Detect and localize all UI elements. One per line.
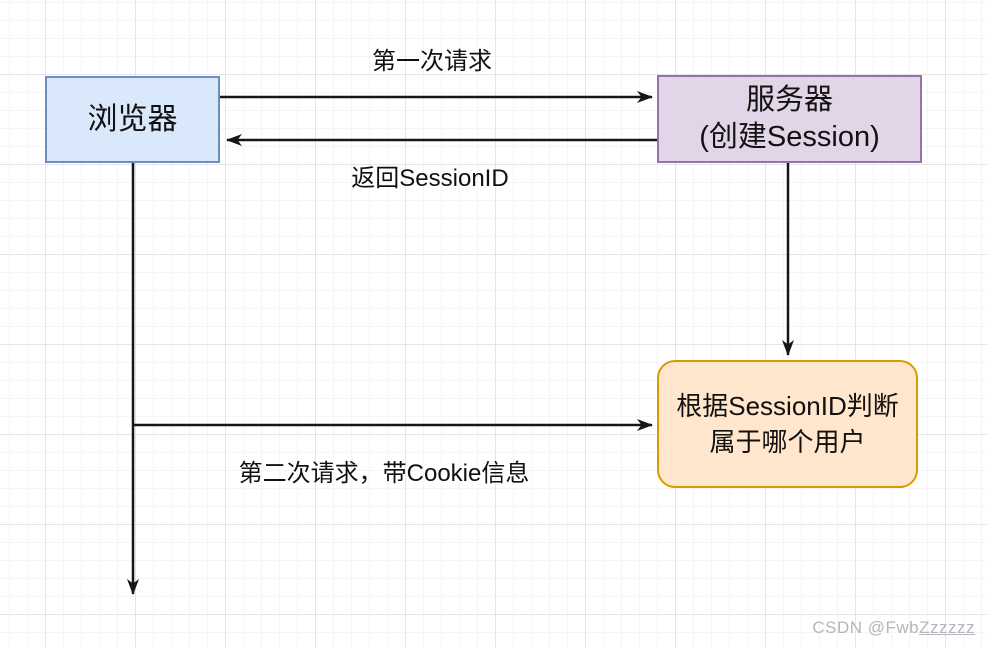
node-server-label-line2: (创建Session) xyxy=(699,121,880,153)
edge-label-return-sessionid: 返回SessionID xyxy=(351,165,509,192)
node-browser: 浏览器 xyxy=(45,76,220,163)
node-server-label-line1: 服务器 xyxy=(745,84,833,116)
watermark-underlined: Zzzzzz xyxy=(919,618,975,637)
node-browser-label: 浏览器 xyxy=(87,102,178,136)
node-session-lookup-label-line1: 根据SessionID判断 xyxy=(676,391,899,421)
node-session-lookup: 根据SessionID判断 属于哪个用户 xyxy=(657,360,918,488)
node-server: 服务器 (创建Session) xyxy=(657,75,922,163)
csdn-watermark: CSDN @FwbZzzzzz xyxy=(812,618,975,638)
watermark-plain: CSDN @Fwb xyxy=(812,618,920,637)
edge-label-first-request: 第一次请求 xyxy=(372,48,492,75)
node-session-lookup-label-line2: 属于哪个用户 xyxy=(709,427,866,457)
edge-label-second-request: 第二次请求，带Cookie信息 xyxy=(238,460,530,487)
